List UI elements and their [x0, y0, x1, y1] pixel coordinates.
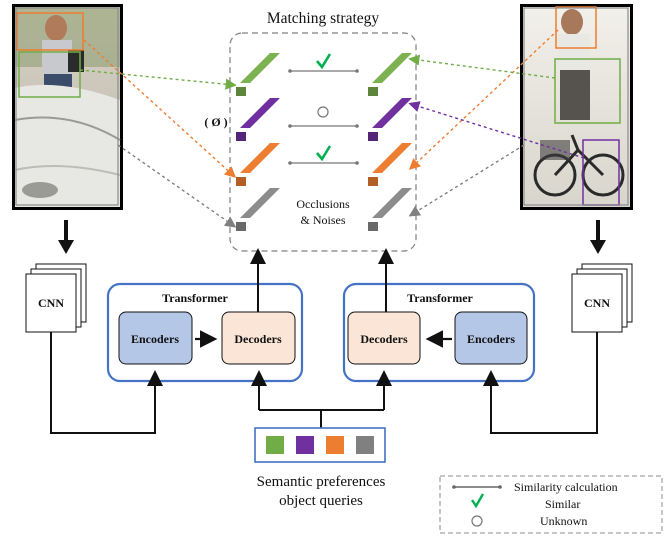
legend: Similarity calculation Similar Unknown [439, 475, 663, 534]
checkmark-icon [316, 53, 332, 70]
left-feature-bar [236, 98, 280, 141]
right-feature-bar [368, 143, 412, 186]
right-feature-bar [368, 188, 412, 231]
right-correspondence-arrows [408, 29, 585, 217]
similarity-row-1 [288, 53, 359, 73]
query-square [326, 436, 344, 454]
decoder-output-arrows [250, 248, 394, 312]
query-squares [266, 436, 374, 454]
queries-caption-line2: object queries [279, 493, 363, 509]
right-transformer: Transformer Decoders Encoders [342, 282, 536, 383]
right-cnn-to-encoder [483, 332, 598, 434]
matching-panel [229, 32, 417, 252]
left-transformer-title: Transformer [162, 291, 228, 305]
right-feature-bar [368, 98, 412, 141]
left-cnn-to-encoder [50, 332, 163, 434]
right-transformer-title: Transformer [407, 291, 473, 305]
checkmark-icon [471, 493, 485, 509]
right-encoders-box [454, 311, 528, 365]
left-decoders-label: Decoders [234, 332, 282, 346]
left-encoders-box [118, 311, 193, 365]
object-queries-box [254, 427, 386, 463]
occlusions-label: Occlusions [296, 197, 350, 211]
left-feature-bar [236, 143, 280, 186]
left-feature-bar [236, 188, 280, 231]
circle-icon [471, 515, 483, 527]
right-cnn-label: CNN [584, 296, 610, 310]
right-person-image [520, 4, 633, 210]
left-feature-bar [236, 53, 280, 96]
left-person-image [12, 4, 123, 210]
query-square [296, 436, 314, 454]
right-feature-bar [368, 53, 412, 96]
legend-label-unknown: Unknown [540, 514, 587, 528]
left-transformer: Transformer Encoders Decoders [106, 282, 304, 383]
left-down-arrow [58, 220, 74, 254]
left-cnn-block: CNN [25, 263, 87, 333]
left-cnn-label: CNN [38, 296, 64, 310]
matching-strategy-title: Matching strategy [267, 10, 380, 27]
left-encoders-label: Encoders [131, 332, 179, 346]
right-cnn-block: CNN [571, 263, 633, 333]
right-decoders-box [347, 311, 421, 365]
left-correspondence-arrows [79, 39, 237, 228]
right-decoders-label: Decoders [360, 332, 408, 346]
legend-label-similar: Similar [545, 497, 580, 511]
query-square [356, 436, 374, 454]
right-down-arrow [590, 220, 606, 254]
right-encoders-label: Encoders [467, 332, 515, 346]
queries-caption-line1: Semantic preferences [257, 474, 386, 490]
legend-label-similarity: Similarity calculation [514, 480, 618, 494]
similarity-row-3 [288, 145, 359, 165]
empty-set-mark: ( Ø ) [204, 115, 227, 129]
checkmark-icon [316, 145, 332, 162]
similarity-row-2 [288, 106, 359, 128]
unknown-circle-icon [317, 106, 329, 118]
feature-bars [236, 53, 412, 231]
noises-label: & Noises [301, 213, 346, 227]
query-square [266, 436, 284, 454]
queries-to-decoders [251, 370, 392, 428]
